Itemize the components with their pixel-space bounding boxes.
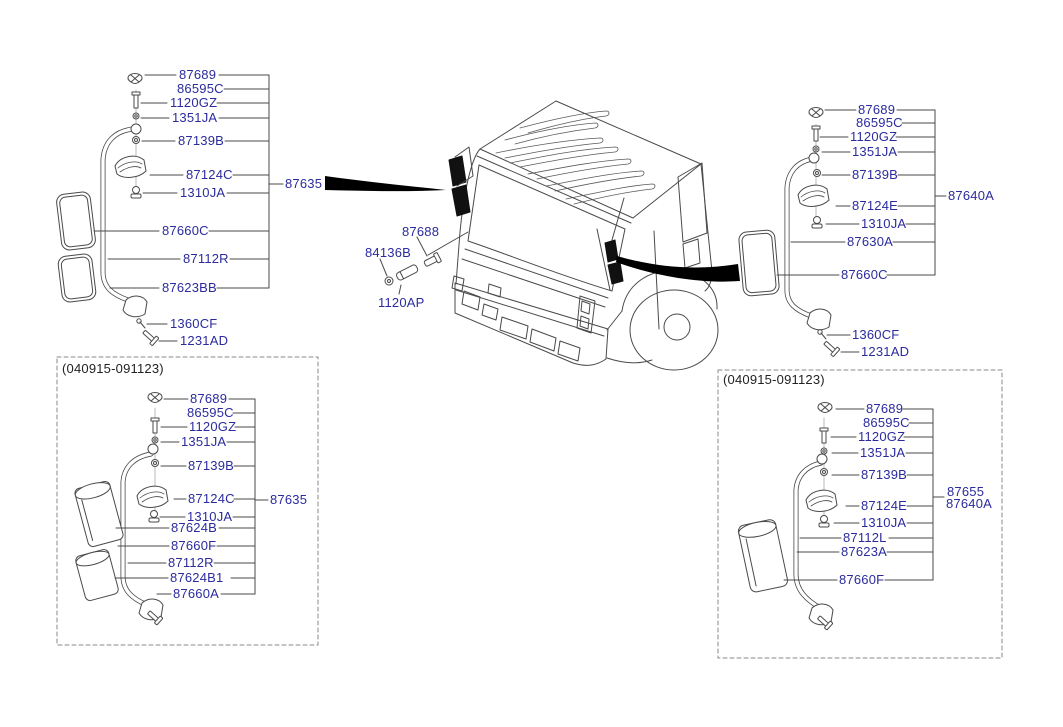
- part-label: 1120GZ: [850, 129, 898, 144]
- top-right-mirror-drawing: [738, 107, 841, 357]
- bottom-right-mirror-drawing: [737, 402, 838, 631]
- part-label: 1310JA: [187, 509, 233, 524]
- assembly-label: 87655: [947, 484, 985, 499]
- part-label: 86595C: [863, 415, 910, 430]
- part-label: 1360CF: [170, 316, 218, 331]
- part-label: 1351JA: [860, 445, 906, 460]
- part-label: 87139B: [178, 133, 225, 148]
- part-label: 87124E: [861, 498, 908, 513]
- part-label: 1351JA: [172, 110, 218, 125]
- bottom-right-leader-lines: [783, 408, 945, 581]
- part-label: 87630A: [847, 234, 894, 249]
- part-label: 87112R: [168, 555, 214, 570]
- part-label: 1310JA: [861, 216, 907, 231]
- top-left-mirror-drawing: [56, 73, 160, 346]
- part-label: 87689: [190, 391, 228, 406]
- part-label: 87124C: [188, 491, 235, 506]
- part-label: 87688: [402, 224, 440, 239]
- part-label: 1351JA: [181, 434, 227, 449]
- part-label: 87660F: [171, 538, 217, 553]
- top-left-leader-lines: [93, 74, 284, 342]
- bottom-left-mirror-drawing: [74, 392, 169, 626]
- assembly-label: 87635: [285, 176, 323, 191]
- part-label: 87124E: [852, 198, 899, 213]
- bottom-left-box: [56, 356, 319, 646]
- part-label: 86595C: [187, 405, 234, 420]
- part-label: 84136B: [365, 245, 412, 260]
- truck-cab-drawing: [448, 100, 719, 371]
- part-label: 1120GZ: [170, 95, 218, 110]
- part-label: 87139B: [852, 167, 899, 182]
- bottom-left-leader-lines: [114, 398, 269, 595]
- right-arrow: [616, 256, 740, 282]
- part-label: 87623BB: [162, 280, 217, 295]
- part-label: 86595C: [856, 115, 903, 130]
- assembly-label: 87635: [270, 492, 308, 507]
- part-label: 1231AD: [180, 333, 229, 348]
- part-label: 87689: [866, 401, 904, 416]
- part-label: 87624B1: [170, 570, 224, 585]
- part-label: 87624B: [171, 520, 218, 535]
- part-label: 1120GZ: [189, 419, 237, 434]
- part-label: 1310JA: [861, 515, 907, 530]
- part-label: 87660F: [839, 572, 885, 587]
- part-label: 1351JA: [852, 144, 898, 159]
- date-range-label: (040915-091123): [62, 361, 164, 376]
- assembly-label: 87640A: [946, 496, 993, 511]
- truck-left-mirror: [448, 155, 471, 217]
- part-label: 87623A: [841, 544, 888, 559]
- part-label: 1120GZ: [858, 429, 906, 444]
- left-arrow: [325, 176, 446, 192]
- part-label: 1360CF: [852, 327, 900, 342]
- part-label: 87689: [858, 102, 896, 117]
- part-label: 87689: [179, 67, 217, 82]
- part-label: 87112R: [183, 251, 229, 266]
- part-label: 1120AP: [378, 295, 425, 310]
- part-label: 87124C: [186, 167, 233, 182]
- part-label: 87139B: [188, 458, 235, 473]
- part-label: 87660C: [841, 267, 888, 282]
- part-label: 1231AD: [861, 344, 910, 359]
- part-label: 86595C: [177, 81, 224, 96]
- part-label: 87660C: [162, 223, 209, 238]
- center-hardware-drawing: [379, 231, 469, 295]
- bottom-right-box: [717, 369, 1003, 659]
- part-label: 87112L: [843, 530, 887, 545]
- part-label: 87660A: [173, 586, 220, 601]
- part-label: 87139B: [861, 467, 908, 482]
- part-label: 1310JA: [180, 185, 226, 200]
- top-right-leader-lines: [776, 109, 947, 353]
- assembly-label: 87640A: [948, 188, 995, 203]
- date-range-label: (040915-091123): [723, 372, 825, 387]
